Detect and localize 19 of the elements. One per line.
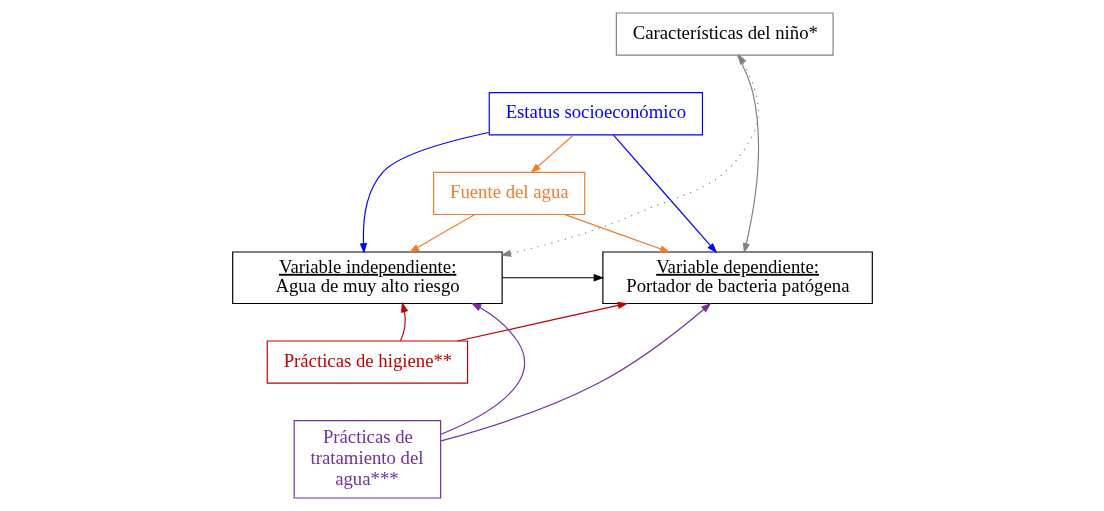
arrow — [456, 301, 628, 342]
arrow — [399, 301, 408, 342]
node-box: Estatus socioeconómico — [488, 92, 703, 136]
arrow — [501, 274, 604, 282]
node-box: Prácticas de higiene** — [266, 340, 468, 384]
arrow — [500, 53, 759, 257]
arrow — [563, 214, 670, 253]
node-box: Características del niño* — [615, 12, 834, 56]
arrow — [736, 55, 759, 254]
arrow — [359, 131, 489, 254]
node-box: Variable dependiente: Portador de bacteria patógena — [601, 251, 873, 305]
arrow — [408, 214, 475, 253]
node-box: Variable independiente: Agua de muy alto riesgo — [231, 251, 503, 305]
node-box: Prácticas de tratamiento del agua*** — [293, 420, 441, 499]
arrow — [439, 302, 525, 435]
arrow — [612, 134, 717, 254]
arrow — [529, 134, 574, 174]
arrow — [440, 302, 711, 442]
node-box: Fuente del agua — [432, 171, 585, 216]
